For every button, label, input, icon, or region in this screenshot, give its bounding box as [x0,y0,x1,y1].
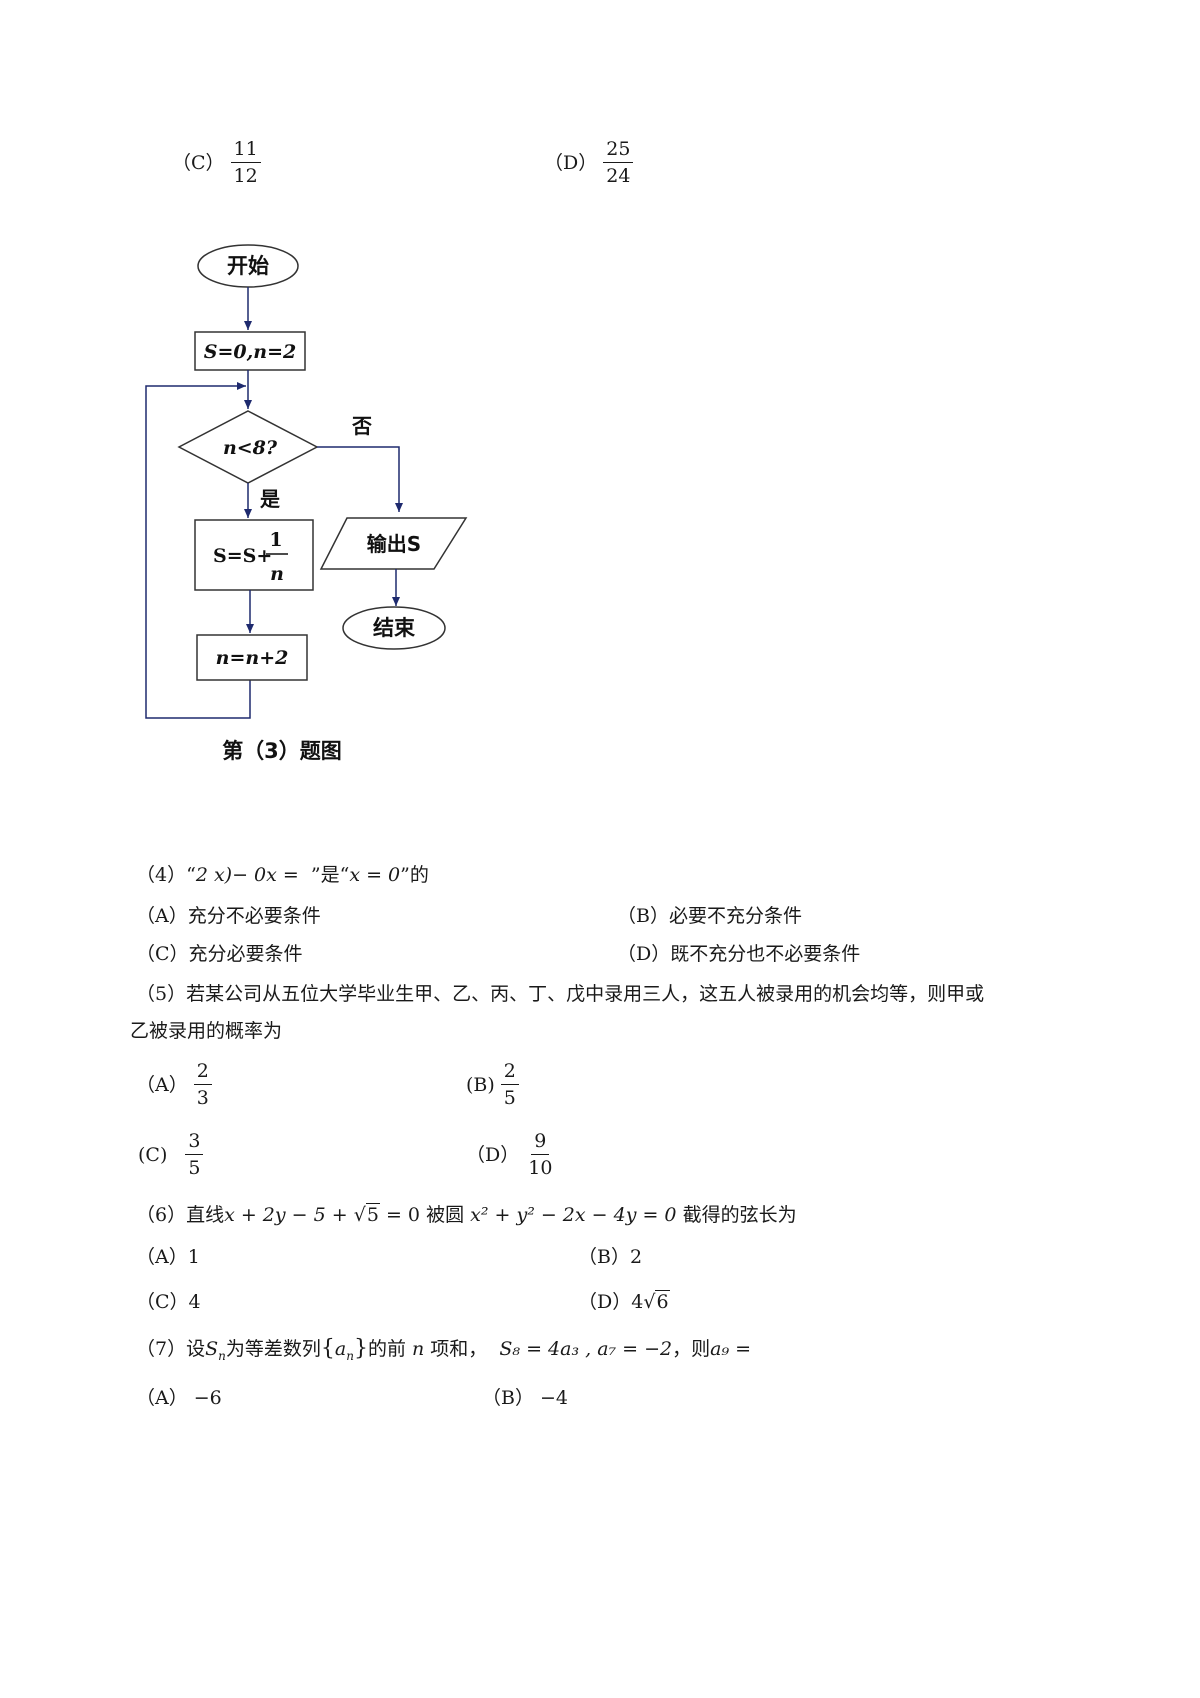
denominator: 10 [528,1157,553,1179]
q7-option-a: （A） −6 [136,1387,222,1409]
option-label: （D） [544,151,598,174]
sqrt: √6 [643,1290,670,1313]
denominator: 5 [503,1087,516,1109]
radicand: 5 [365,1203,380,1226]
left-brace: { [320,1336,335,1361]
option-label: （C） [172,151,225,174]
q6-circle-eq: x² + y² − 2x − 4y = 0 [470,1204,677,1226]
q5-option-d: （D） 9 10 [466,1130,555,1179]
q4-math: x = 0 [349,864,401,886]
q7-mid4: ，则 [672,1338,711,1360]
q7-seq-sub: n [346,1348,354,1363]
q6-prefix: （6）直线 [136,1204,225,1226]
q7-s-sub: n [218,1348,226,1363]
q7-n-var: n [412,1338,425,1360]
update-s-denominator: n [270,563,284,585]
q6-stem: （6）直线x + 2y − 5 + √5 = 0 被圆 x² + y² − 2x… [136,1203,797,1227]
q5-stem-line1: （5）若某公司从五位大学毕业生甲、乙、丙、丁、戊中录用三人，这五人被录用的机会均… [136,983,985,1005]
q6-mid: 被圆 [426,1204,465,1226]
numerator: 2 [500,1060,519,1085]
update-n-box [196,634,308,681]
update-s-box [194,519,314,591]
q4-option-a: （A）充分不必要条件 [136,905,321,927]
fraction: 2 3 [193,1060,212,1109]
q7-option-b: （B） −4 [482,1387,569,1409]
q6-option-a: （A）1 [136,1246,200,1268]
output-label: 输出S [367,532,421,556]
fraction: 11 12 [230,138,261,187]
q5-stem-line2: 乙被录用的概率为 [130,1020,283,1042]
q6-option-d: （D）4√6 [578,1290,670,1314]
q7-mid3: 项和， [430,1338,488,1360]
loop-back-arrow [145,382,251,719]
fraction: 2 5 [500,1060,519,1109]
option-label: （D） [466,1143,520,1166]
start-label: 开始 [227,254,269,278]
q7-mid2: 的前 [367,1338,406,1360]
q4-garbled-math: 2 x)− 0x = [195,864,299,886]
option-label: （D） [578,1291,632,1313]
q4-prefix: （4）“ [136,864,196,886]
end-terminal [342,606,446,650]
q7-s-var: S [205,1338,219,1360]
denominator: 3 [196,1087,209,1109]
denominator: 24 [606,165,631,187]
sqrt: √5 [353,1203,380,1226]
decision-label: n<8? [223,437,278,459]
q6-option-c: （C）4 [136,1291,201,1313]
figure-caption: 第（3）题图 [222,739,342,763]
q6-option-b: （B）2 [578,1246,643,1268]
option-label: (B) [466,1073,495,1096]
init-label: S=0,n=2 [204,341,296,363]
q4-option-c: （C）充分必要条件 [136,943,303,965]
q6-line-eq-part2: = 0 [379,1204,421,1226]
no-label: 否 [351,414,372,438]
numerator: 25 [603,138,634,163]
numerator: 11 [230,138,261,163]
coefficient: 4 [631,1291,644,1313]
q3-option-c: （C） 11 12 [172,138,261,187]
no-arrow [317,446,403,512]
fraction: 9 10 [525,1130,555,1179]
q4-option-d: （D）既不充分也不必要条件 [617,943,861,965]
q4-stem: （4）“2 x)− 0x = ”是“x = 0”的 [136,863,429,887]
q7-stem: （7）设Sn为等差数列{an}的前 n 项和， S₈ = 4a₃ , a₇ = … [136,1337,751,1368]
q4-suffix: ”的 [400,864,429,886]
q7-seq-var: a [334,1338,347,1360]
q4-mid: ”是“ [310,864,350,886]
numerator: 2 [193,1060,212,1085]
option-label: （A） [136,1073,188,1096]
q5-option-a: （A） 2 3 [136,1060,212,1109]
q6-suffix: 截得的弦长为 [682,1204,797,1226]
q7-ask: a₉ = [710,1338,752,1360]
right-brace: } [353,1336,368,1361]
update-n-label: n=n+2 [216,647,289,669]
q3-option-d: （D） 25 24 [544,138,634,187]
q5-option-b: (B) 2 5 [466,1060,519,1109]
numerator: 9 [531,1130,550,1155]
q4-option-b: （B）必要不充分条件 [617,905,802,927]
q5-option-c: (C) 3 5 [138,1130,204,1179]
q7-prefix: （7）设 [136,1338,206,1360]
numerator: 3 [185,1130,204,1155]
option-label: (C) [138,1143,168,1166]
q7-condition: S₈ = 4a₃ , a₇ = −2 [499,1338,673,1360]
denominator: 5 [188,1157,201,1179]
init-box [194,331,306,371]
update-s-prefix: S=S+ [213,545,272,567]
fraction: 25 24 [603,138,634,187]
denominator: 12 [233,165,258,187]
flowchart: 开始 S=0,n=2 n<8? 否 是 S=S+ 1 n n=n+2 输出S [145,244,468,763]
radicand: 6 [655,1290,670,1313]
q6-line-eq-part1: x + 2y − 5 + [224,1204,354,1226]
yes-label: 是 [259,487,280,511]
q7-mid1: 为等差数列 [225,1338,321,1360]
fraction: 3 5 [185,1130,204,1179]
end-label: 结束 [373,616,416,640]
output-parallelogram [319,517,468,570]
update-s-numerator: 1 [269,529,282,551]
